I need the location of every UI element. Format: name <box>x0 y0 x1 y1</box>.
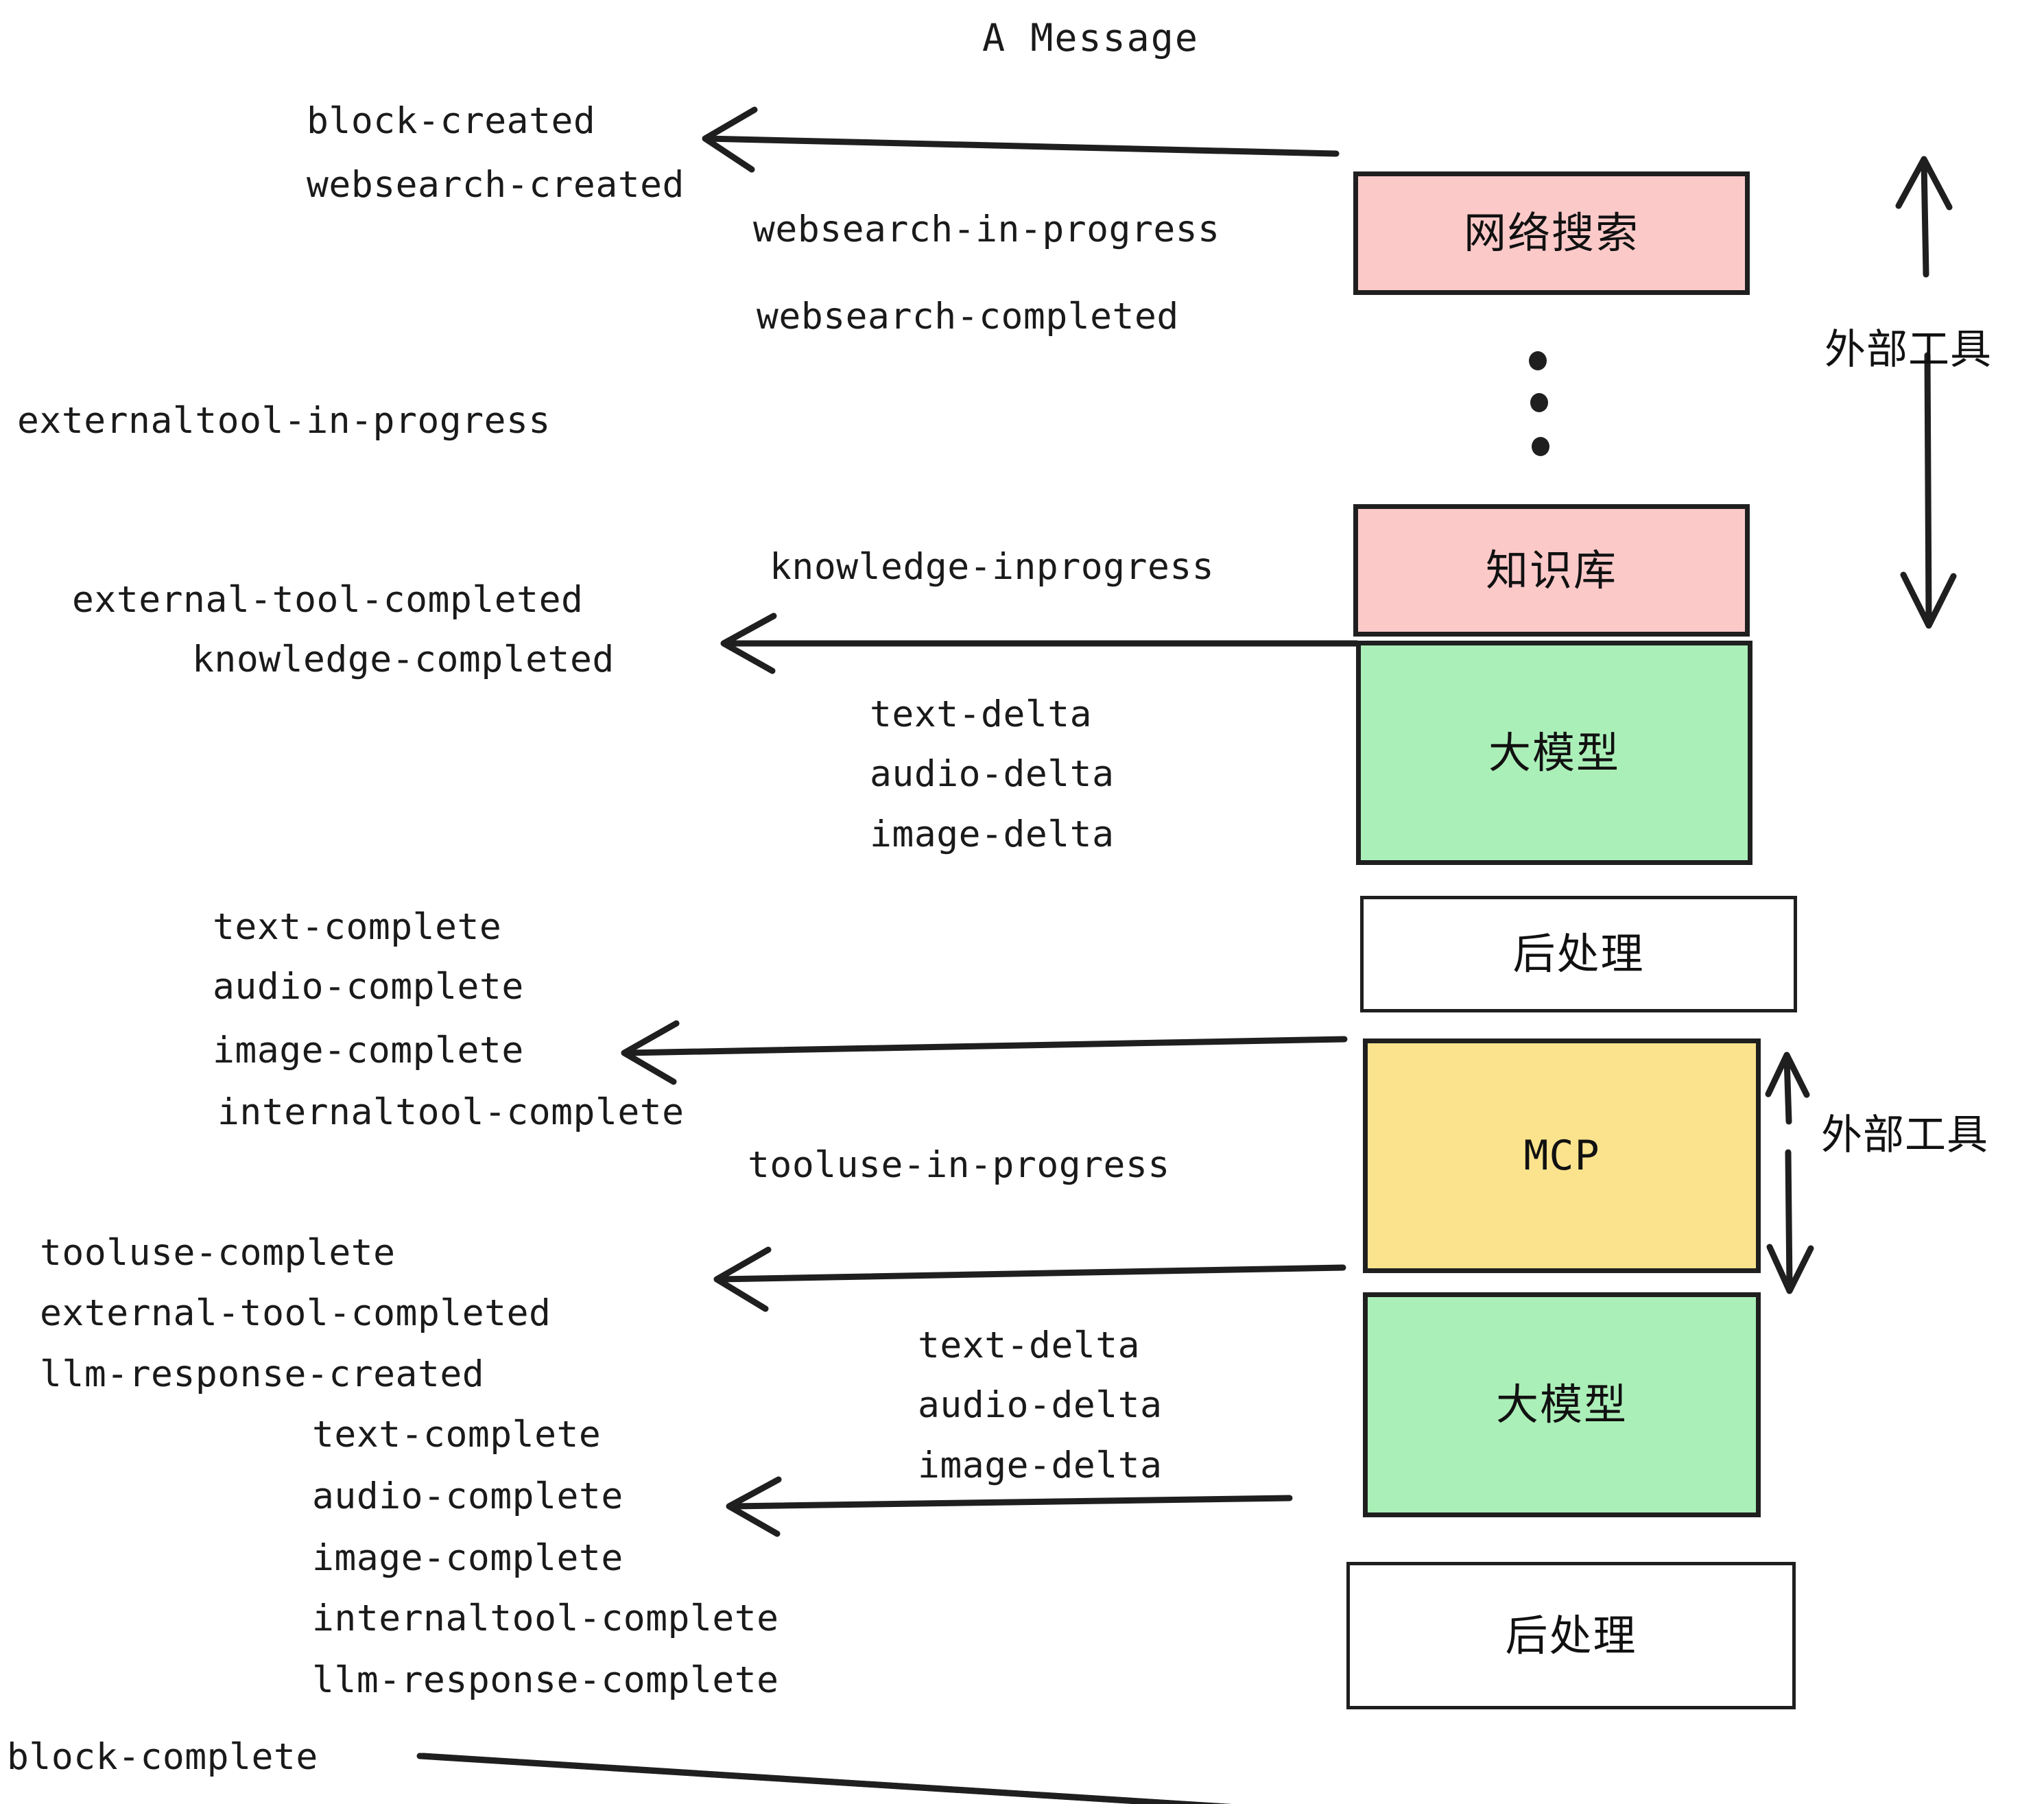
event-text-delta-1: text-delta <box>870 693 1093 735</box>
node-llm-1[interactable]: 大模型 <box>1356 641 1752 865</box>
event-audio-complete-1: audio-complete <box>213 966 524 1008</box>
ellipsis-dot-1 <box>1529 351 1547 370</box>
node-postprocess-1-label: 后处理 <box>1512 929 1645 979</box>
event-image-complete-2: image-complete <box>312 1537 623 1579</box>
event-internaltool-complete-1: internaltool-complete <box>217 1091 685 1133</box>
arrow-postprocess2-to-block-complete <box>420 1753 1232 1804</box>
bracket-external-tool-top-up <box>1895 156 1953 278</box>
bracket-external-tool-top-down <box>1900 352 1957 629</box>
event-knowledge-inprogress: knowledge-inprogress <box>770 546 1215 588</box>
event-llm-response-created: llm-response-created <box>40 1353 485 1395</box>
node-postprocess-2[interactable]: 后处理 <box>1346 1562 1796 1709</box>
node-llm-2[interactable]: 大模型 <box>1363 1292 1761 1517</box>
arrow-mcp-to-image-complete <box>621 1020 1348 1085</box>
event-image-complete-1: image-complete <box>213 1030 524 1071</box>
node-knowledge[interactable]: 知识库 <box>1353 504 1750 637</box>
event-tooluse-complete: tooluse-complete <box>40 1232 396 1274</box>
event-block-complete: block-complete <box>7 1736 318 1778</box>
event-block-created: block-created <box>307 100 596 142</box>
diagram-title: A Message <box>982 16 1200 60</box>
event-llm-response-complete: llm-response-complete <box>312 1659 779 1701</box>
bracket-external-tool-bottom-up <box>1765 1052 1810 1125</box>
event-text-delta-2: text-delta <box>918 1325 1141 1366</box>
event-text-complete-2: text-complete <box>312 1414 602 1456</box>
event-audio-delta-2: audio-delta <box>918 1384 1163 1426</box>
event-external-tool-completed-2: external-tool-completed <box>40 1292 551 1334</box>
event-knowledge-completed: knowledge-completed <box>192 639 615 680</box>
arrow-llm2-to-audio-complete <box>726 1476 1293 1537</box>
node-websearch-label: 网络搜索 <box>1463 208 1639 258</box>
arrow-websearch-to-block-created <box>702 106 1340 173</box>
event-internaltool-complete-2: internaltool-complete <box>312 1598 779 1639</box>
arrow-llm1-to-knowledge-completed <box>720 613 1360 674</box>
node-postprocess-2-label: 后处理 <box>1505 1610 1637 1661</box>
node-mcp-label: MCP <box>1523 1132 1600 1180</box>
node-llm-2-label: 大模型 <box>1495 1379 1628 1429</box>
event-websearch-in-progress: websearch-in-progress <box>753 209 1220 250</box>
event-externaltool-in-progress: externaltool-in-progress <box>17 400 551 442</box>
bracket-external-tool-bottom-down <box>1766 1149 1814 1294</box>
event-external-tool-completed-1: external-tool-completed <box>72 579 584 621</box>
node-mcp[interactable]: MCP <box>1363 1039 1761 1273</box>
arrow-llm2-to-tooluse-complete <box>713 1246 1346 1312</box>
event-image-delta-1: image-delta <box>870 814 1115 855</box>
node-postprocess-1[interactable]: 后处理 <box>1360 896 1797 1012</box>
event-websearch-created: websearch-created <box>307 164 685 206</box>
node-llm-1-label: 大模型 <box>1488 727 1620 778</box>
label-external-tool-bottom: 外部工具 <box>1821 1111 1988 1159</box>
event-audio-complete-2: audio-complete <box>312 1475 623 1517</box>
event-websearch-completed: websearch-completed <box>757 296 1179 337</box>
node-websearch[interactable]: 网络搜索 <box>1353 171 1750 295</box>
event-text-complete-1: text-complete <box>213 906 502 948</box>
ellipsis-dot-2 <box>1530 393 1548 412</box>
event-audio-delta-1: audio-delta <box>870 753 1115 795</box>
event-tooluse-in-progress: tooluse-in-progress <box>748 1144 1170 1186</box>
event-image-delta-2: image-delta <box>918 1445 1163 1486</box>
label-external-tool-top: 外部工具 <box>1825 326 1992 374</box>
node-knowledge-label: 知识库 <box>1485 545 1617 595</box>
ellipsis-dot-3 <box>1532 437 1549 456</box>
